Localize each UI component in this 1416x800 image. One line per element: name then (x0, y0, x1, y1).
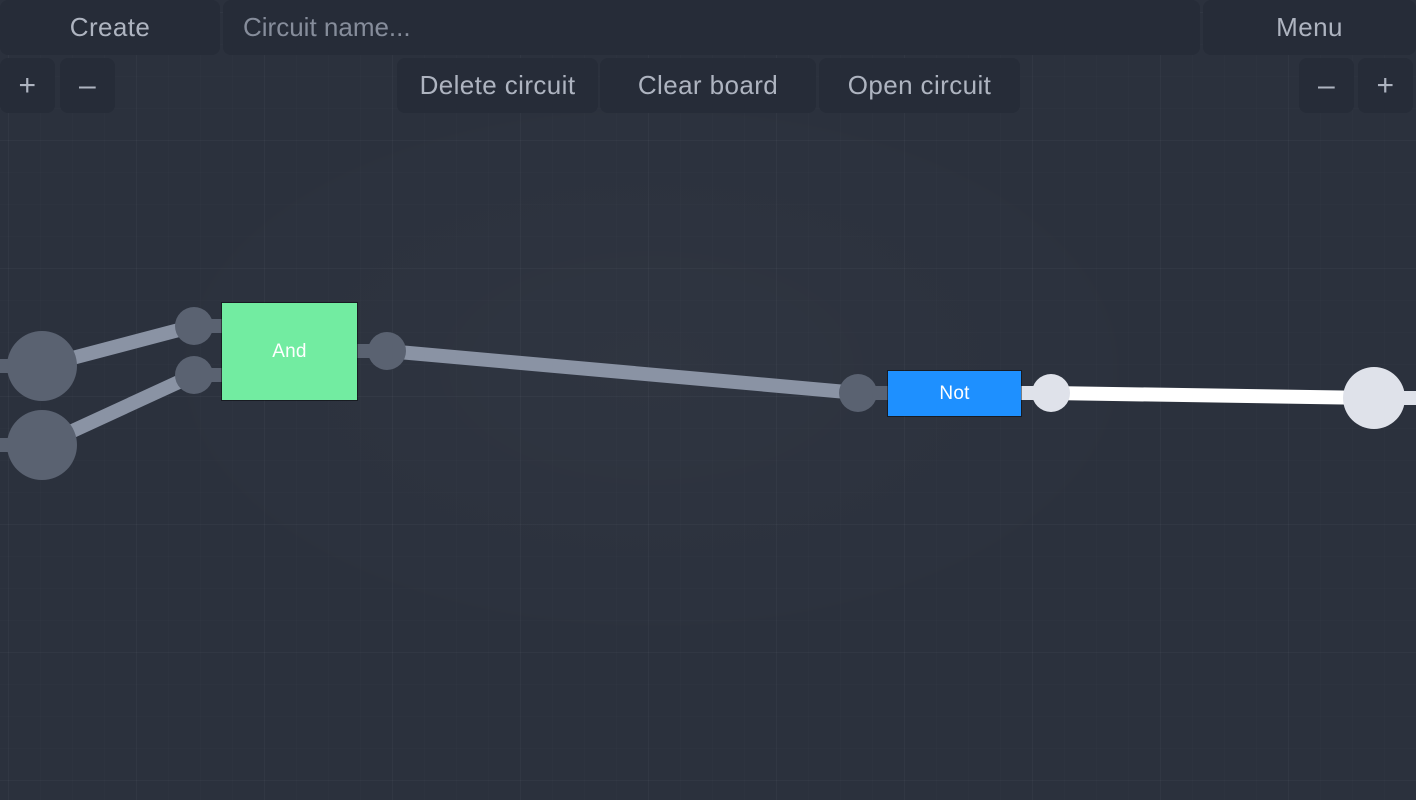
input-node-a[interactable] (7, 331, 77, 401)
stub-output-right (1402, 391, 1416, 405)
circuit-name-input[interactable] (223, 0, 1200, 55)
and-input-top[interactable] (175, 307, 213, 345)
not-output[interactable] (1032, 374, 1070, 412)
zoom-out-left-button[interactable]: – (60, 58, 115, 113)
zoom-in-right-button[interactable]: + (1358, 58, 1413, 113)
menu-button[interactable]: Menu (1203, 0, 1416, 55)
gate-not[interactable]: Not (888, 371, 1021, 416)
zoom-in-left-button[interactable]: + (0, 58, 55, 113)
gate-and[interactable]: And (222, 303, 357, 400)
output-node[interactable] (1343, 367, 1405, 429)
not-input[interactable] (839, 374, 877, 412)
clear-board-button[interactable]: Clear board (600, 58, 816, 113)
and-output[interactable] (368, 332, 406, 370)
delete-circuit-button[interactable]: Delete circuit (397, 58, 598, 113)
zoom-out-right-button[interactable]: – (1299, 58, 1354, 113)
gate-label: Not (939, 382, 970, 404)
gate-label: And (272, 340, 307, 362)
create-button[interactable]: Create (0, 0, 220, 55)
and-input-bottom[interactable] (175, 356, 213, 394)
gate-palette-toolbar: And Not Nand Test (0, 737, 1416, 800)
top-toolbar: Create Menu + – Delete circuit Clear boa… (0, 0, 1416, 115)
input-node-b[interactable] (7, 410, 77, 480)
open-circuit-button[interactable]: Open circuit (819, 58, 1020, 113)
